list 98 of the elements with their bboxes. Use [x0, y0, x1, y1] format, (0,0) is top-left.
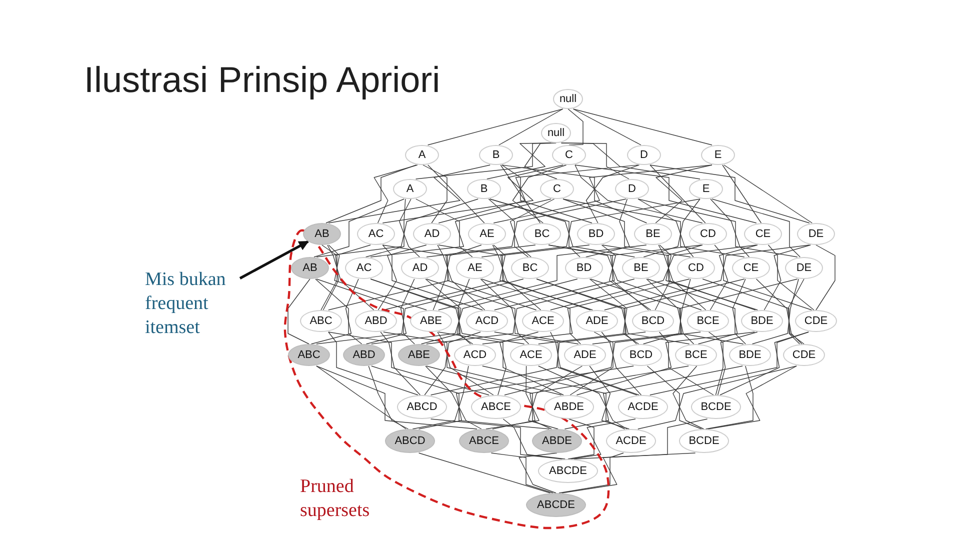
connector-line	[708, 332, 724, 396]
connector-line	[562, 198, 691, 258]
connector-line	[601, 332, 642, 396]
connector-line	[724, 164, 812, 224]
connector-line	[604, 244, 810, 310]
connector-line	[498, 108, 564, 146]
connector-line	[382, 164, 564, 224]
connector-line	[374, 164, 418, 224]
connector-line	[500, 164, 541, 224]
connector-line	[422, 164, 448, 224]
itemset-node: CDE	[783, 344, 825, 366]
itemset-node: BDE	[729, 344, 771, 366]
connector-line	[655, 164, 712, 224]
itemset-node: A	[393, 179, 427, 199]
connector-line	[590, 278, 744, 344]
itemset-node: BCE	[687, 310, 729, 332]
itemset-node: CDE	[795, 310, 837, 332]
connector-line	[659, 244, 758, 310]
connector-line	[550, 244, 757, 310]
itemset-node: CD	[689, 223, 727, 245]
itemset-node: BCD	[632, 310, 674, 332]
connector-line	[562, 198, 745, 258]
itemset-node: C	[540, 179, 574, 199]
connector-line	[647, 278, 746, 344]
connector-line	[586, 198, 630, 258]
connector-line	[586, 164, 640, 224]
itemset-node: CE	[744, 223, 782, 245]
itemset-node: null	[541, 123, 571, 143]
connector-line	[705, 366, 754, 430]
itemset-node: ACDE	[606, 429, 656, 453]
connector-line	[788, 278, 804, 344]
itemset-node: BCE	[675, 344, 717, 366]
itemset-node: C	[552, 145, 586, 165]
itemset-node: null	[553, 89, 583, 109]
connector-line	[481, 198, 700, 258]
connector-line	[638, 198, 694, 258]
itemset-node: BCD	[620, 344, 662, 366]
connector-line	[512, 164, 567, 224]
connector-line	[524, 142, 558, 180]
connector-line	[602, 244, 756, 310]
connector-line	[572, 108, 642, 146]
connector-line	[438, 164, 638, 224]
connector-line	[646, 366, 702, 430]
connector-line	[650, 332, 809, 396]
itemset-node: E	[701, 145, 735, 165]
itemset-node: DE	[797, 223, 835, 245]
itemset-node: ACDE	[618, 395, 668, 419]
connector-line	[428, 164, 485, 224]
connector-line	[658, 332, 714, 396]
itemset-node: BCDE	[691, 395, 741, 419]
itemset-node: E	[689, 179, 723, 199]
connector-line	[638, 366, 797, 430]
connector-line	[717, 332, 758, 396]
connector-line	[592, 278, 798, 344]
connector-line	[710, 244, 758, 310]
itemset-node: B	[467, 179, 501, 199]
itemset-node: BCDE	[679, 429, 729, 453]
connector-line	[328, 164, 490, 224]
itemset-node: D	[615, 179, 649, 199]
connector-line	[572, 108, 712, 146]
connector-line	[574, 164, 757, 224]
itemset-node: CE	[732, 257, 770, 279]
connector-line	[708, 366, 797, 430]
connector-line	[672, 366, 704, 430]
slide-title: Ilustrasi Prinsip Apriori	[84, 62, 440, 98]
itemset-node: BE	[622, 257, 660, 279]
connector-line	[650, 164, 810, 224]
annotation-text: Mis bukan frequent itemset	[145, 268, 240, 340]
connector-line	[574, 164, 703, 224]
itemset-node: BDE	[741, 310, 783, 332]
itemset-node: A	[405, 145, 439, 165]
connector-line	[714, 244, 812, 310]
connector-line	[502, 164, 592, 224]
connector-line	[574, 418, 708, 460]
connector-line	[816, 244, 836, 310]
itemset-node: D	[627, 145, 661, 165]
connector-line	[722, 164, 762, 224]
connector-line	[710, 198, 750, 258]
connector-line	[698, 278, 746, 344]
connector-line	[568, 108, 584, 146]
itemset-node: BE	[634, 223, 672, 245]
itemset-node: DE	[785, 257, 823, 279]
connector-line	[576, 332, 755, 396]
connector-line	[564, 366, 743, 430]
connector-line	[493, 164, 712, 224]
itemset-node: B	[479, 145, 513, 165]
connector-line	[702, 278, 800, 344]
connector-line	[643, 198, 700, 258]
connector-line	[326, 164, 416, 224]
connector-line	[427, 108, 564, 146]
connector-line	[502, 164, 648, 224]
connector-line	[638, 198, 798, 258]
connector-line	[720, 332, 809, 396]
itemset-node: CD	[677, 257, 715, 279]
connector-line	[560, 142, 700, 180]
connector-line	[712, 198, 800, 258]
connector-line	[650, 164, 706, 224]
connector-line	[601, 244, 652, 310]
